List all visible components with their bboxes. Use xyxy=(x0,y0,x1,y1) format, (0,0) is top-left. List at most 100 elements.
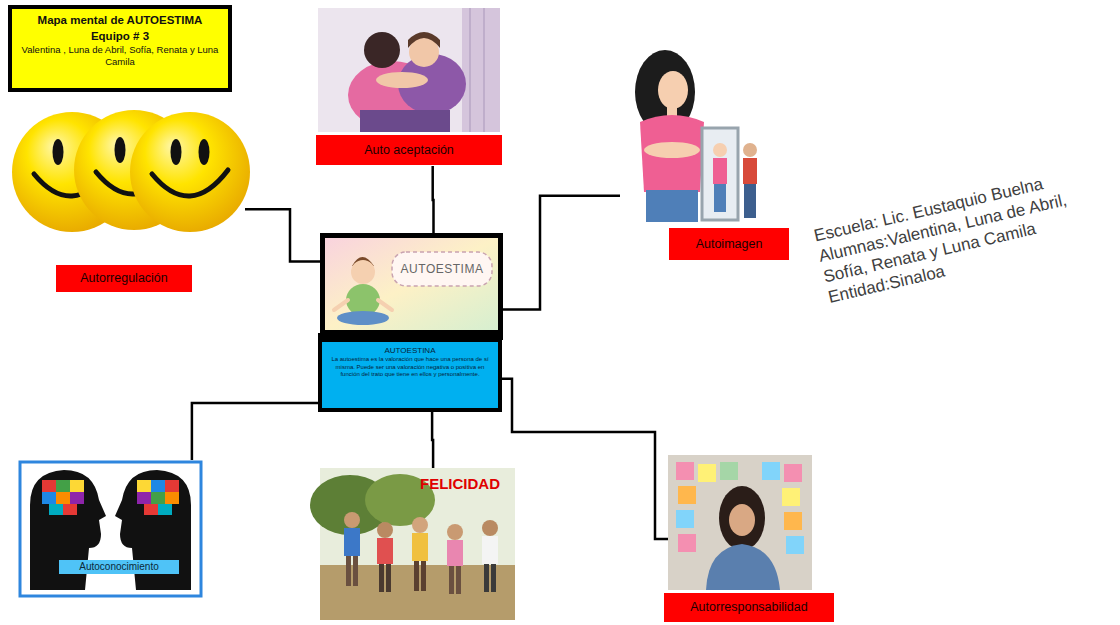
self-image-picture xyxy=(702,128,738,220)
self-image-picture xyxy=(658,71,688,109)
sticky-notes-photo xyxy=(706,544,780,590)
hug-picture xyxy=(318,8,500,132)
brain-heads-picture xyxy=(151,480,165,492)
title-text: Mapa mental de AUTOESTIMA xyxy=(17,13,223,29)
brain-heads-picture xyxy=(165,480,179,492)
hug-picture xyxy=(408,32,440,48)
children-photo xyxy=(447,540,463,566)
branch-label: Autoconocimiento xyxy=(59,560,179,574)
branch-label: FELICIDAD xyxy=(408,474,512,494)
sticky-notes-photo xyxy=(729,504,755,536)
branch-node: Autorresponsabilidad xyxy=(668,455,833,623)
school-info: Escuela: Lic. Eustaquio BuelnaAlumnas:Va… xyxy=(812,163,1102,307)
children-photo xyxy=(377,522,393,538)
brain-heads-picture xyxy=(63,504,77,515)
children-photo xyxy=(412,517,428,533)
children-photo xyxy=(386,564,391,592)
smiley-faces xyxy=(130,112,250,232)
sticky-notes-photo xyxy=(668,455,812,590)
brain-heads-picture xyxy=(56,480,70,492)
sticky-notes-photo xyxy=(762,462,780,480)
children-photo xyxy=(449,566,454,594)
hug-picture xyxy=(376,72,428,88)
children-photo xyxy=(379,564,384,592)
self-image-picture xyxy=(713,143,727,157)
children-photo xyxy=(344,512,360,528)
sticky-notes-photo xyxy=(719,486,765,550)
brain-heads-picture xyxy=(70,492,84,504)
branch-node: Autorregulación xyxy=(15,100,245,295)
brain-heads-picture xyxy=(158,504,172,515)
sticky-notes-photo xyxy=(676,510,694,528)
branch-label: Autorresponsabilidad xyxy=(664,593,834,622)
sticky-notes-photo xyxy=(784,512,802,530)
self-image-picture xyxy=(640,115,704,192)
children-photo xyxy=(353,556,358,586)
meditation-picture xyxy=(351,260,375,284)
children-photo xyxy=(377,538,393,564)
connector-line xyxy=(245,209,320,261)
self-image-picture xyxy=(713,158,727,184)
children-photo xyxy=(346,556,351,586)
children-photo xyxy=(456,566,461,594)
sticky-notes-photo xyxy=(784,464,802,482)
branch-node: Auto aceptación xyxy=(318,8,500,166)
branch-node: Autoimagen xyxy=(620,48,785,262)
brain-heads-picture xyxy=(151,492,165,504)
children-photo xyxy=(412,533,428,561)
connector-line xyxy=(192,403,318,460)
self-image-picture xyxy=(714,184,726,212)
hug-picture xyxy=(318,8,500,132)
definition-box: AUTOESTINALa autoestima es la valoración… xyxy=(318,338,502,412)
branch-node: FELICIDAD xyxy=(320,468,515,620)
self-image-picture xyxy=(646,190,698,222)
brain-heads-picture xyxy=(165,492,179,504)
sticky-notes-photo xyxy=(786,536,804,554)
connector-line xyxy=(432,412,433,468)
self-image-picture xyxy=(644,142,700,158)
self-image-picture xyxy=(667,106,677,116)
branch-node: Autoconocimiento xyxy=(18,460,203,598)
brain-heads-picture xyxy=(137,480,151,492)
connector-line xyxy=(502,379,668,539)
meditation-picture xyxy=(334,300,392,310)
connector-line xyxy=(431,166,434,233)
brain-heads-picture xyxy=(70,480,84,492)
self-image-picture xyxy=(744,184,756,218)
children-photo xyxy=(491,564,496,592)
meditation-picture xyxy=(318,238,503,340)
team-text: Equipo # 3 xyxy=(17,29,223,45)
brain-heads-picture xyxy=(49,504,63,515)
picture-title: AUTOESTIMA xyxy=(388,252,496,286)
sticky-notes-photo xyxy=(678,534,696,552)
center-picture-box: AUTOESTIMA xyxy=(320,233,503,335)
hug-picture xyxy=(360,110,450,132)
sticky-notes-photo xyxy=(678,486,696,504)
children-photo xyxy=(482,520,498,536)
brain-heads-picture xyxy=(144,504,158,515)
children-photo xyxy=(482,536,498,564)
hug-picture xyxy=(470,8,484,132)
sticky-notes-photo xyxy=(782,488,800,506)
brain-heads-picture xyxy=(56,492,70,504)
children-photo xyxy=(414,561,419,591)
brain-heads-picture xyxy=(137,492,151,504)
children-photo xyxy=(344,528,360,556)
brain-heads-picture xyxy=(42,480,56,492)
branch-label: Auto aceptación xyxy=(316,135,502,165)
box-heading: AUTOESTINA xyxy=(329,346,491,356)
children-photo xyxy=(310,468,515,620)
branch-label: Autoimagen xyxy=(669,228,789,260)
smiley-faces xyxy=(12,110,250,232)
sticky-notes-photo xyxy=(668,455,812,590)
sticky-notes-photo xyxy=(698,464,716,482)
branch-label: Autorregulación xyxy=(56,265,192,292)
meditation-picture xyxy=(325,238,498,330)
connector-line xyxy=(503,196,620,310)
brain-heads-picture xyxy=(42,492,56,504)
brain-heads-picture xyxy=(20,462,201,596)
sticky-notes-photo xyxy=(720,462,738,480)
